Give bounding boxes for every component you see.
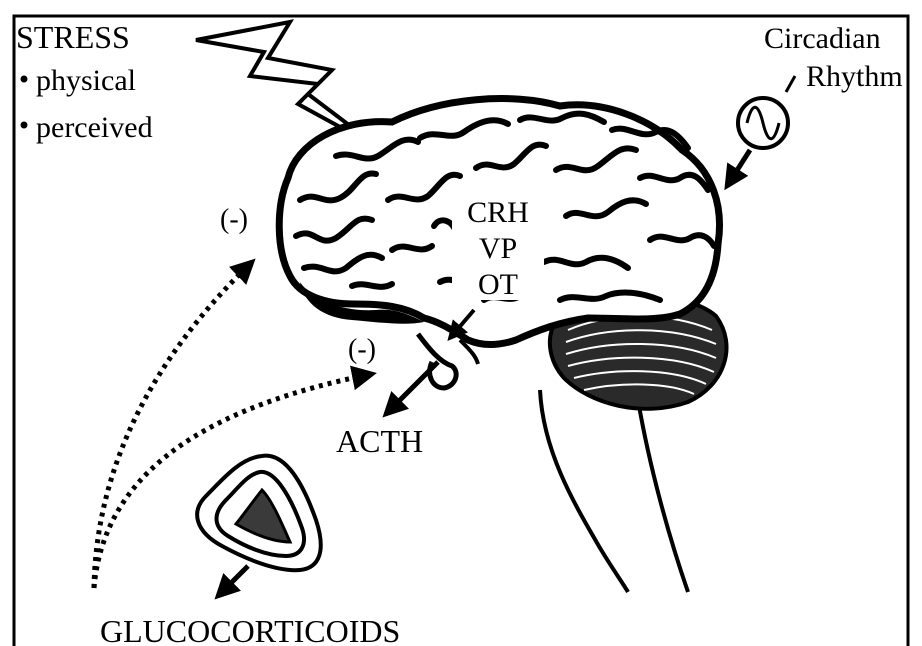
stress-item-physical: physical bbox=[21, 64, 136, 97]
stress-item-perceived: perceived bbox=[21, 111, 153, 144]
feedback-label-lower: (-) bbox=[348, 334, 376, 365]
stress-title: STRESS bbox=[16, 19, 130, 55]
acth-release-arrow bbox=[386, 362, 438, 414]
adrenal-gland bbox=[197, 456, 321, 571]
glucocorticoid-release-arrow bbox=[218, 566, 248, 596]
circadian-label-line1: Circadian bbox=[764, 22, 881, 55]
stress-item-label: perceived bbox=[36, 111, 153, 144]
stress-item-label: physical bbox=[36, 64, 136, 97]
bullet-icon bbox=[21, 76, 28, 83]
hormone-crh: CRH bbox=[467, 196, 529, 229]
sine-wave-oscillator-icon bbox=[738, 98, 788, 148]
glucocorticoids-label: GLUCOCORTICOIDS bbox=[100, 613, 400, 646]
circadian-block: Circadian Rhythm bbox=[727, 22, 903, 186]
bullet-icon bbox=[21, 122, 28, 129]
feedback-label-upper: (-) bbox=[220, 204, 248, 235]
hormone-labels: CRH VP OT bbox=[452, 188, 544, 301]
circadian-label-line2: Rhythm bbox=[806, 60, 903, 93]
circadian-connector-line bbox=[786, 76, 795, 92]
stress-block: STRESS physical perceived bbox=[16, 19, 153, 144]
hormone-vp: VP bbox=[479, 232, 517, 265]
hormone-ot: OT bbox=[478, 268, 518, 301]
circadian-arrow bbox=[727, 150, 750, 186]
acth-label: ACTH bbox=[336, 423, 423, 459]
brain-stem bbox=[540, 390, 688, 592]
